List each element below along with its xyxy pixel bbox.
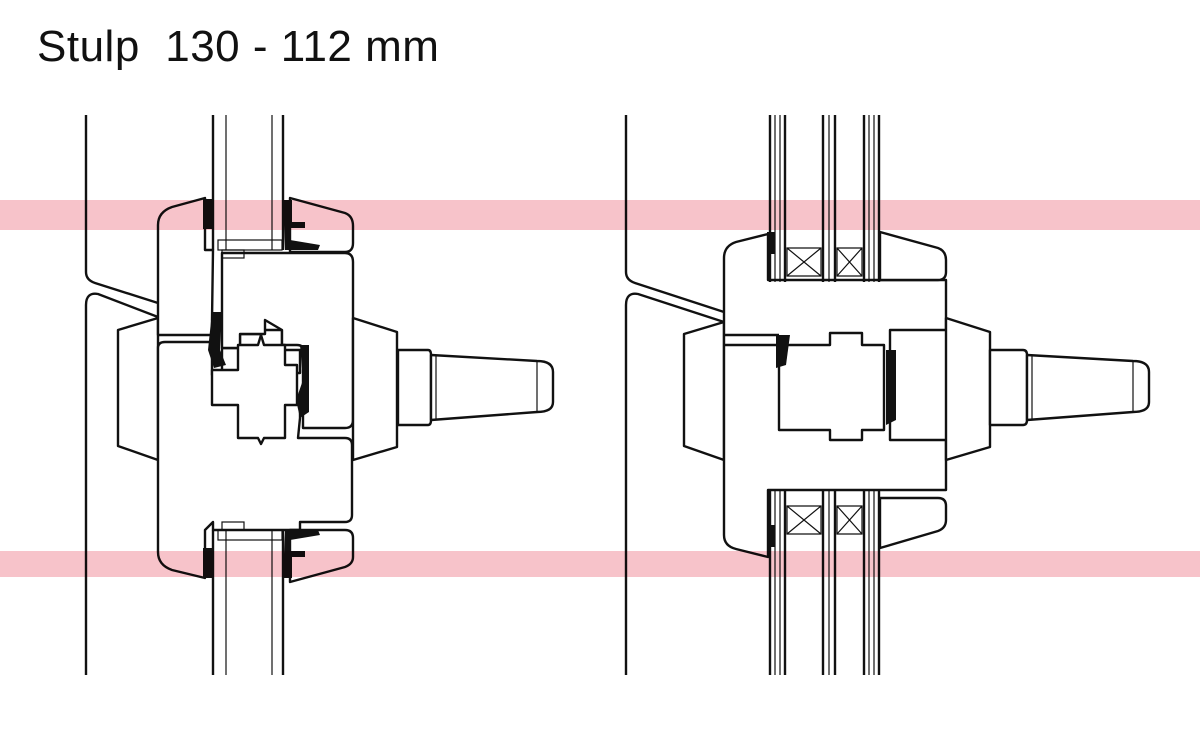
wall-line-top bbox=[624, 115, 725, 314]
highlight-band-bottom bbox=[0, 551, 1200, 577]
handle-neck bbox=[396, 348, 433, 427]
inner-rose bbox=[116, 316, 160, 462]
gaskets bbox=[767, 232, 896, 547]
sash-right-lower bbox=[878, 496, 948, 550]
central-profile bbox=[210, 333, 299, 446]
handle-grip[interactable] bbox=[429, 353, 555, 422]
drawing-title: Stulp 130 - 112 mm bbox=[37, 22, 440, 71]
wall-line-top bbox=[84, 115, 159, 305]
central-profile bbox=[777, 331, 886, 442]
sash-right-upper bbox=[878, 230, 948, 282]
section-triple-glazing bbox=[624, 115, 1151, 675]
section-double-glazing bbox=[84, 115, 555, 675]
inner-rose bbox=[682, 320, 726, 462]
handle-grip[interactable] bbox=[1025, 353, 1151, 422]
handle-neck bbox=[988, 348, 1029, 427]
wall-line-bottom bbox=[624, 292, 725, 675]
highlight-band-top bbox=[0, 200, 1200, 230]
wall-line-bottom bbox=[84, 292, 159, 675]
handle-rose bbox=[944, 316, 992, 462]
glass-panes bbox=[768, 115, 881, 675]
handle-rose bbox=[351, 316, 399, 462]
